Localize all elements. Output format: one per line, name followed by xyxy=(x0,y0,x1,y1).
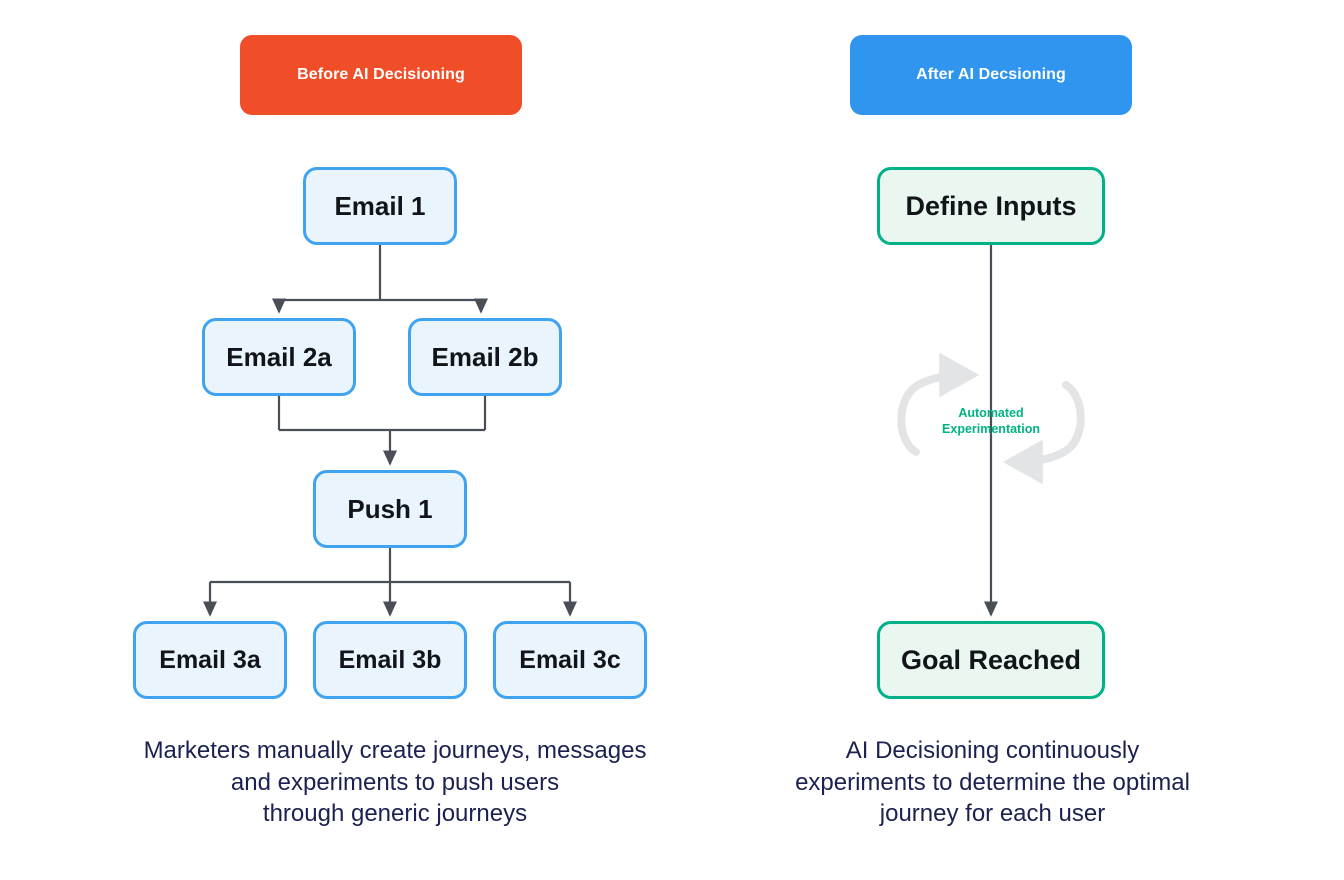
caption-left-line-2: and experiments to push users xyxy=(230,768,560,796)
caption-left: Marketers manually create journeys, mess… xyxy=(60,735,730,830)
node-goal-reached[interactable]: Goal Reached xyxy=(877,621,1105,699)
caption-right-line-3: journey for each user xyxy=(879,800,1106,828)
node-email-2b[interactable]: Email 2b xyxy=(408,318,562,396)
caption-left-line-3: through generic journeys xyxy=(262,800,528,828)
caption-left-line-1: Marketers manually create journeys, mess… xyxy=(143,737,647,764)
node-email-2a[interactable]: Email 2a xyxy=(202,318,356,396)
left-flow-connectors xyxy=(202,245,578,617)
badge-before-ai-decisioning: Before AI Decisioning xyxy=(240,35,522,115)
caption-right-line-2: experiments to determine the optimal xyxy=(795,768,1190,796)
node-email-3b[interactable]: Email 3b xyxy=(313,621,467,699)
automated-experimentation-cycle-icon xyxy=(897,352,1085,485)
cycle-arc-top xyxy=(897,352,980,456)
node-push-1[interactable]: Push 1 xyxy=(313,470,467,548)
node-email-3a[interactable]: Email 3a xyxy=(133,621,287,699)
caption-right-line-1: AI Decisioning continuously xyxy=(845,737,1140,764)
node-email-3c[interactable]: Email 3c xyxy=(493,621,647,699)
caption-right: AI Decisioning continuously experiments … xyxy=(745,735,1240,830)
cycle-arc-bottom xyxy=(1002,381,1085,485)
badge-after-ai-decisioning: After AI Decsioning xyxy=(850,35,1132,115)
node-email-1[interactable]: Email 1 xyxy=(303,167,457,245)
node-define-inputs[interactable]: Define Inputs xyxy=(877,167,1105,245)
